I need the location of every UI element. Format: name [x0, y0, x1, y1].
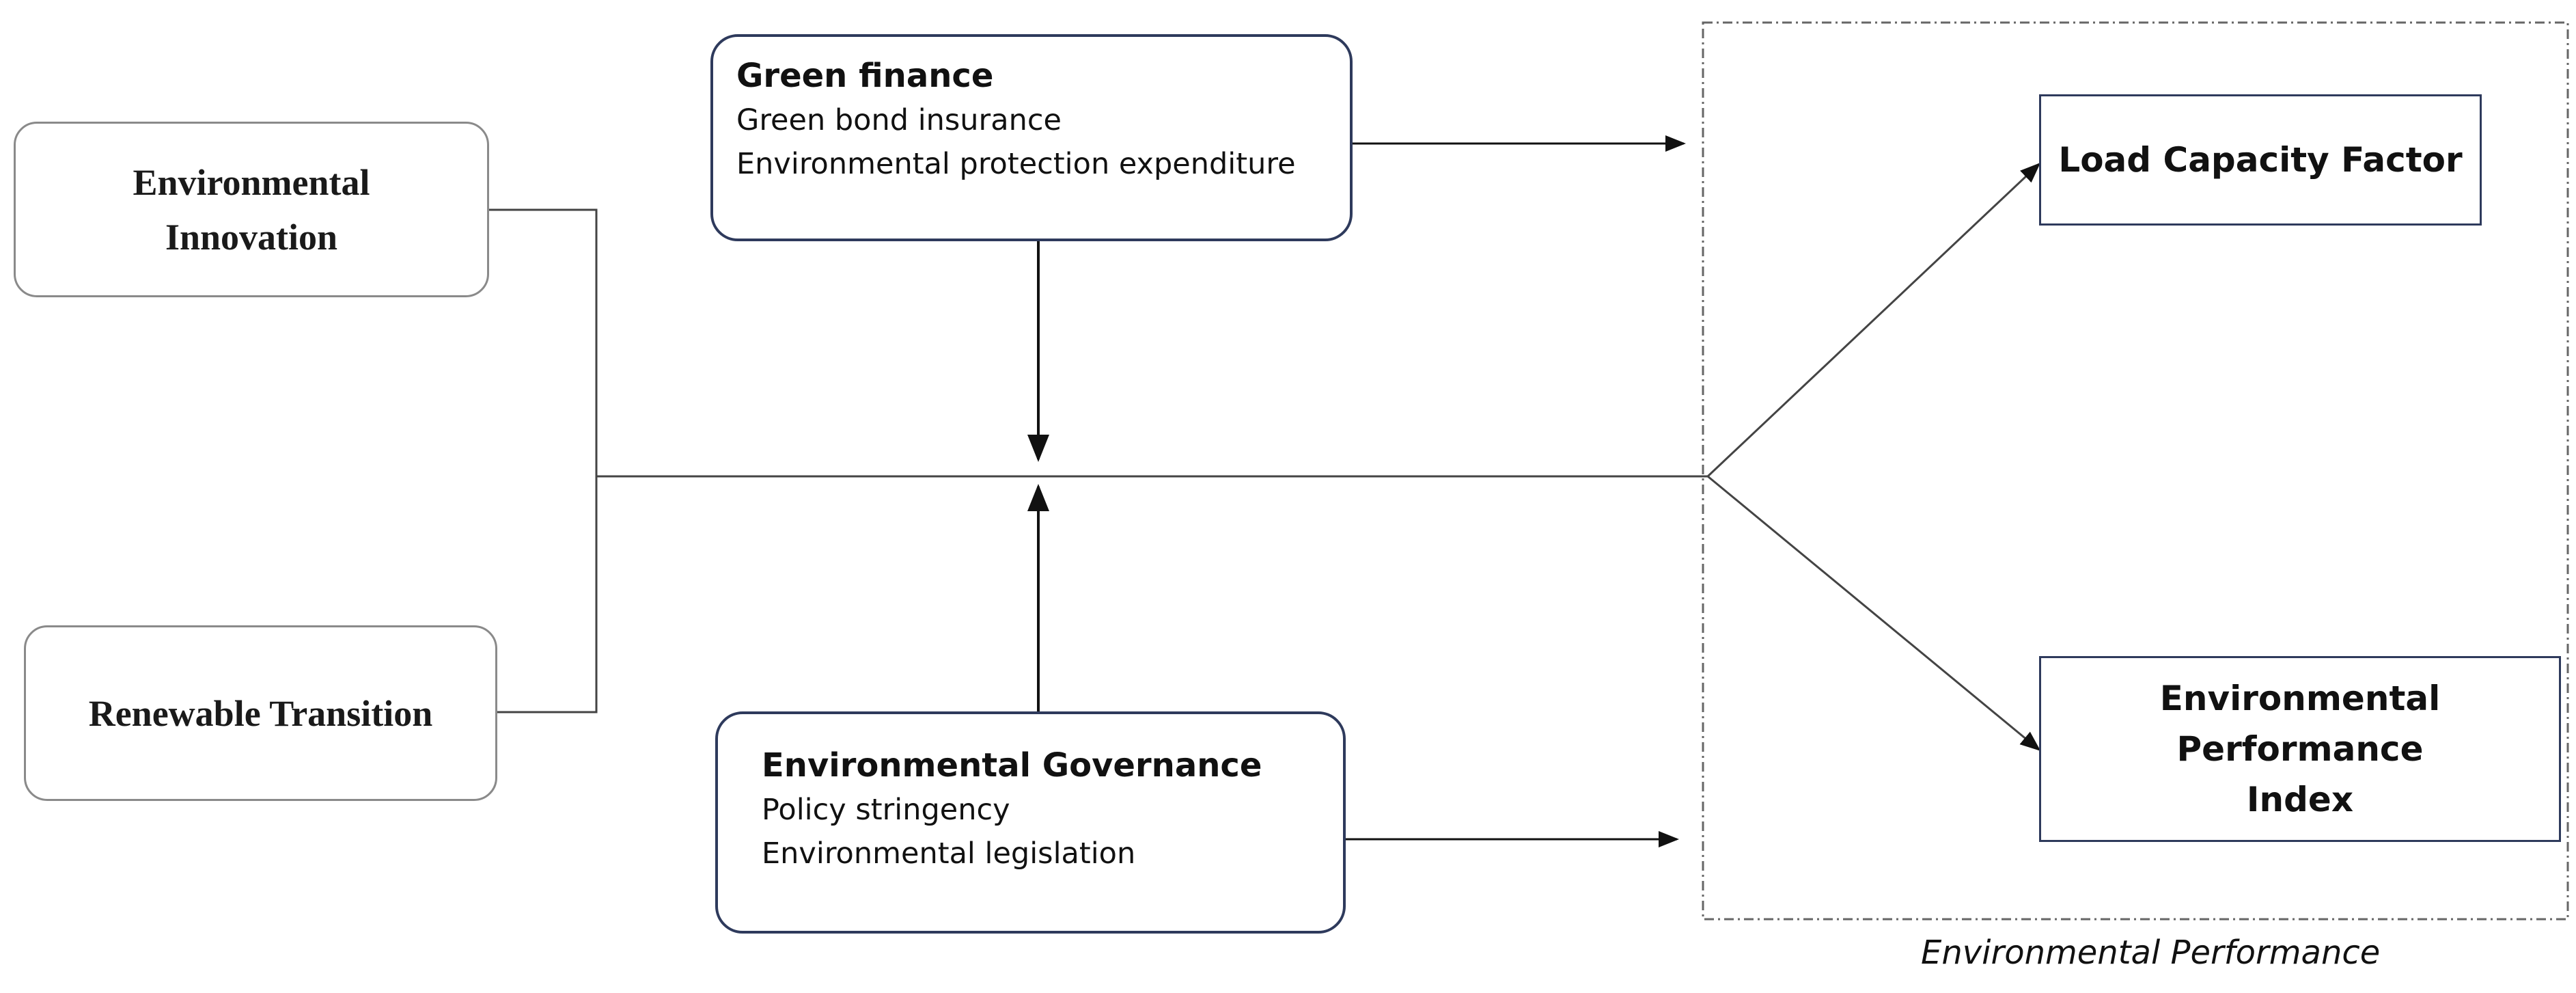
renewable-transition-label: Renewable Transition [88, 692, 433, 734]
environmental-performance-index-box: Environmental Performance Index [2039, 656, 2561, 842]
environmental-performance-caption: Environmental Performance [1921, 934, 2381, 972]
green-finance-box: Green finance Green bond insurance Envir… [710, 34, 1353, 241]
green-finance-item-1: Green bond insurance [736, 103, 1062, 137]
environmental-governance-item-1: Policy stringency [762, 793, 1010, 827]
arrow-to-environmental-performance-index [1707, 475, 2041, 751]
green-finance-title: Green finance [736, 57, 994, 95]
environmental-innovation-label: Environmental Innovation [133, 161, 370, 258]
environmental-governance-box: Environmental Governance Policy stringen… [715, 711, 1346, 934]
environmental-governance-item-2: Environmental legislation [762, 836, 1136, 871]
green-finance-item-2: Environmental protection expenditure [736, 147, 1296, 181]
input-bracket-connector [489, 208, 598, 713]
environmental-governance-title: Environmental Governance [762, 746, 1262, 785]
environmental-performance-index-label: Environmental Performance Index [2159, 679, 2441, 819]
load-capacity-factor-label: Load Capacity Factor [2058, 140, 2463, 180]
renewable-transition-box: Renewable Transition [24, 625, 497, 801]
environmental-performance-group-frame [1702, 21, 2569, 921]
environmental-innovation-box: Environmental Innovation [14, 122, 489, 297]
arrow-to-load-capacity-factor [1706, 162, 2041, 478]
load-capacity-factor-box: Load Capacity Factor [2039, 94, 2482, 226]
